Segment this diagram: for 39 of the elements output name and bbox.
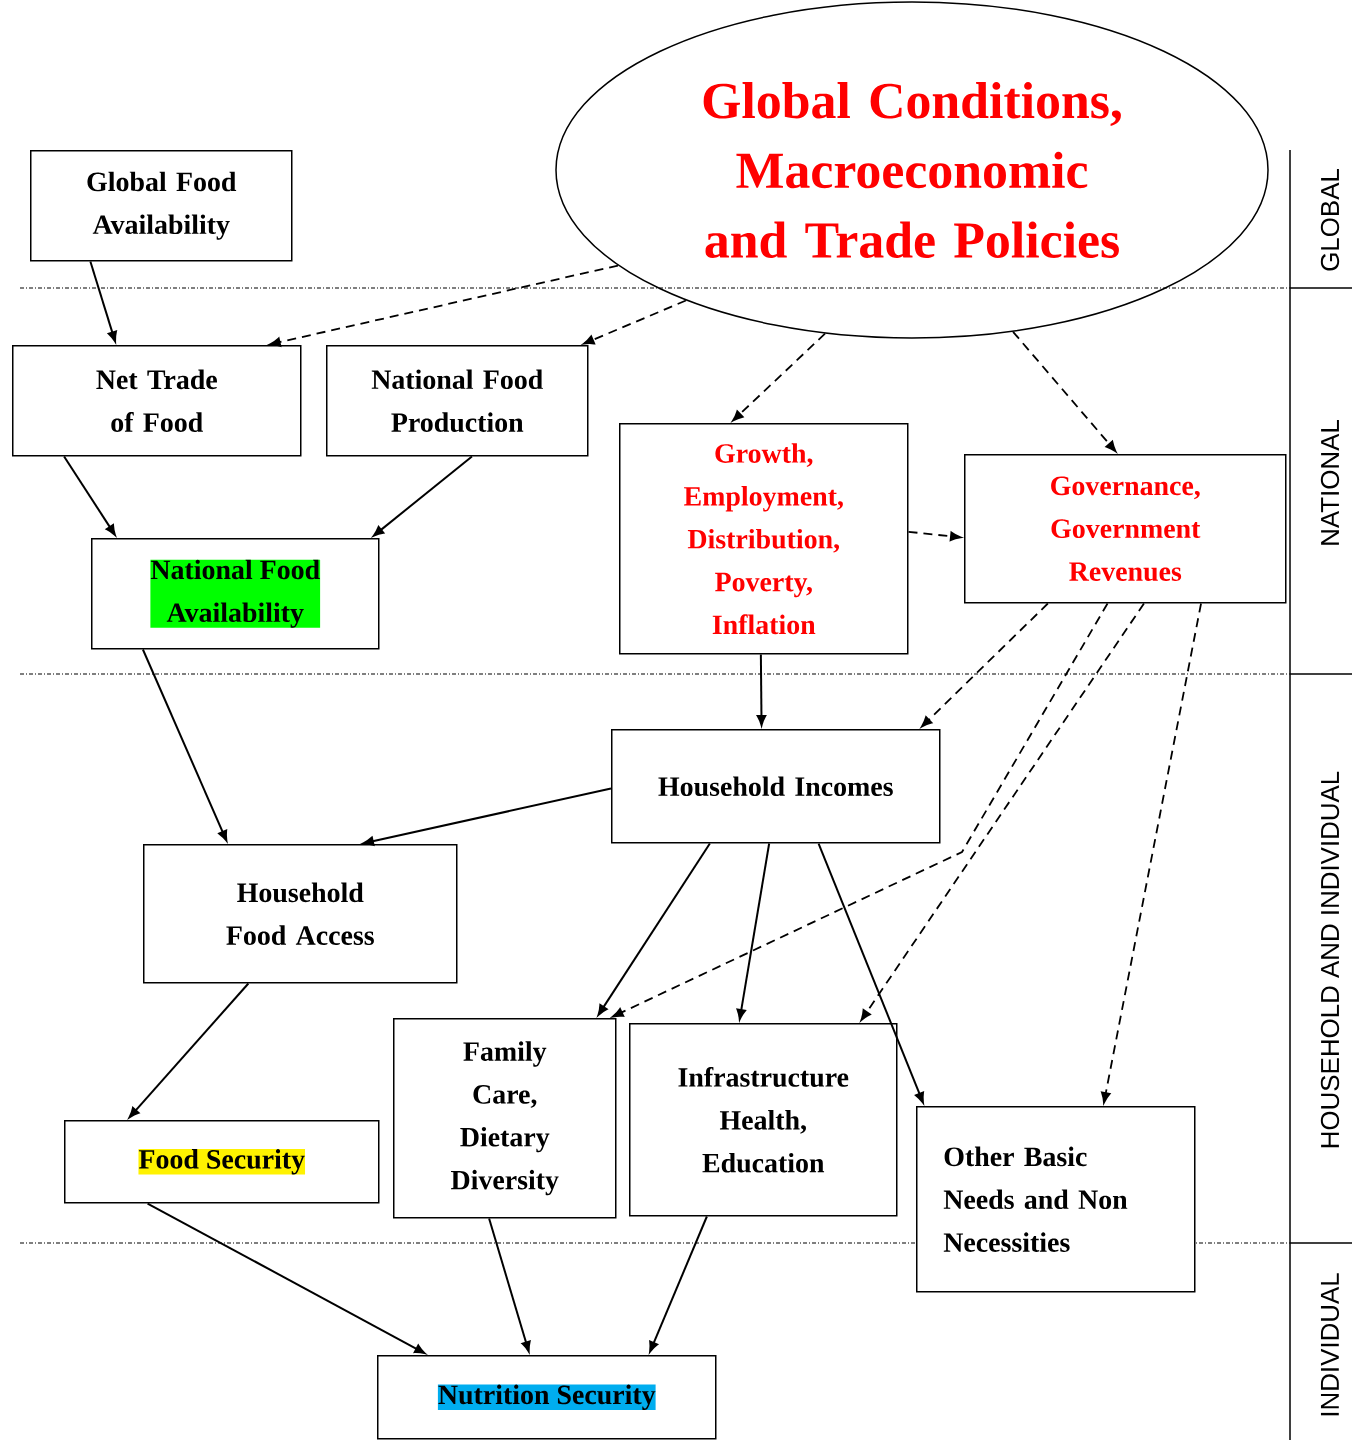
level-label: GLOBAL bbox=[1320, 169, 1340, 271]
level-label: INDIVIDUAL bbox=[1320, 1273, 1340, 1416]
level-label: NATIONAL bbox=[1320, 420, 1340, 545]
arrow bbox=[860, 602, 1145, 1021]
arrow bbox=[817, 842, 924, 1104]
text-box: Family Care, Dietary Diversity bbox=[393, 1018, 617, 1219]
arrow bbox=[612, 602, 1109, 1018]
arrow bbox=[63, 455, 116, 536]
text-box: Food Security bbox=[64, 1120, 380, 1204]
text-box: Household Incomes bbox=[611, 729, 941, 844]
arrow bbox=[89, 260, 117, 343]
arrow bbox=[1012, 330, 1117, 453]
arrow bbox=[907, 530, 962, 542]
arrow bbox=[362, 787, 612, 846]
text-box: Nutrition Security bbox=[377, 1355, 717, 1440]
text-box: Growth, Employment, Distribution, Poverty, Inflation bbox=[619, 423, 909, 655]
text-box: Infrastructure Health, Education bbox=[629, 1023, 898, 1217]
arrow bbox=[141, 648, 228, 842]
text-box: National Food Availability bbox=[91, 538, 380, 650]
text-box: Net Trade of Food bbox=[12, 345, 302, 457]
arrow bbox=[488, 1217, 531, 1353]
arrow bbox=[732, 332, 826, 422]
arrow bbox=[269, 264, 619, 347]
arrow bbox=[128, 982, 250, 1119]
arrow bbox=[372, 455, 473, 537]
arrow bbox=[649, 1215, 708, 1353]
arrow bbox=[146, 1202, 426, 1355]
text-box: National Food Production bbox=[326, 345, 589, 457]
arrow bbox=[583, 299, 687, 345]
level-label: HOUSEHOLD AND INDIVIDUAL bbox=[1320, 771, 1340, 1148]
arrow bbox=[756, 653, 767, 727]
text-box: Other Basic Needs and Non Necessities bbox=[916, 1106, 1196, 1293]
text-box: Global Food Availability bbox=[30, 150, 293, 262]
arrow bbox=[597, 842, 711, 1016]
arrow bbox=[1101, 602, 1202, 1104]
text-box: Governance, Government Revenues bbox=[964, 454, 1287, 604]
arrow bbox=[736, 842, 771, 1021]
text-box: Household Food Access bbox=[143, 844, 458, 984]
arrow bbox=[921, 602, 1049, 728]
